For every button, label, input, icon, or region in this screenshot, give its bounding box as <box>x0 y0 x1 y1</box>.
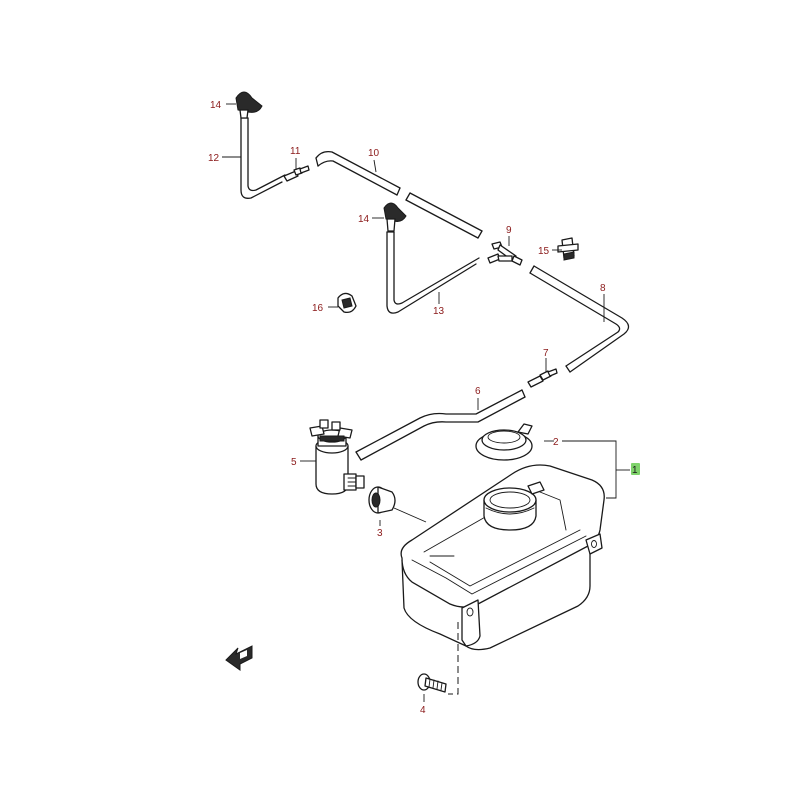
joint-11 <box>283 165 310 182</box>
hose-12 <box>240 117 286 199</box>
washer-nozzle-14-top <box>235 91 263 119</box>
hose-6 <box>355 389 526 461</box>
callout-3: 3 <box>377 528 383 539</box>
callout-10: 10 <box>368 148 380 159</box>
joint-7 <box>527 368 558 388</box>
callout-11: 11 <box>290 146 301 157</box>
callout-5: 5 <box>291 457 297 468</box>
washer-pump-5 <box>309 419 365 495</box>
leader-lines <box>222 103 630 702</box>
callout-9: 9 <box>506 225 512 236</box>
callout-15: 15 <box>538 246 550 257</box>
hose-8 <box>529 265 630 373</box>
callout-14-middle: 14 <box>358 214 370 225</box>
callout-7: 7 <box>543 348 549 359</box>
callout-16: 16 <box>312 303 324 314</box>
callout-labels: 14 12 11 10 14 9 15 8 16 13 7 6 2 5 1 3 … <box>208 100 640 716</box>
hose-10 <box>315 150 401 196</box>
callout-1-highlight <box>631 463 640 475</box>
bolt-4 <box>417 673 447 693</box>
callout-4: 4 <box>420 705 426 716</box>
clamp-15 <box>557 237 579 261</box>
joint-9 <box>487 241 523 266</box>
washer-nozzle-14-middle <box>383 202 407 232</box>
hose-13 <box>386 231 480 314</box>
hose-10-segment <box>405 192 483 239</box>
fwd-arrow-icon <box>225 645 253 671</box>
callout-14-top: 14 <box>210 100 222 111</box>
callout-2: 2 <box>553 437 559 448</box>
grommet-3 <box>368 486 396 514</box>
callout-1: 1 <box>632 465 638 476</box>
tank-seal-2 <box>475 423 533 461</box>
clamp-16 <box>337 292 357 314</box>
callout-13: 13 <box>433 306 445 317</box>
callout-12: 12 <box>208 153 220 164</box>
callout-6: 6 <box>475 386 481 397</box>
washer-tank-1 <box>400 464 605 651</box>
callout-8: 8 <box>600 283 606 294</box>
